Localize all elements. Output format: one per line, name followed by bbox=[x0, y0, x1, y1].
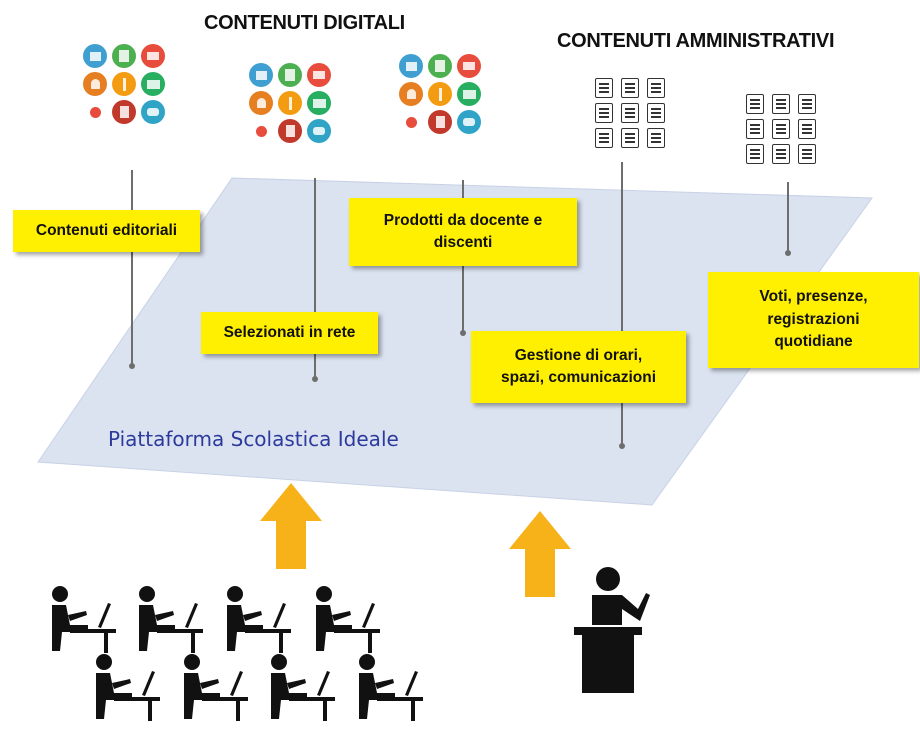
students-group bbox=[52, 586, 423, 721]
monitor-icon bbox=[307, 63, 331, 87]
calculator-icon bbox=[278, 119, 302, 143]
calculator-icon bbox=[112, 100, 136, 124]
book-icon bbox=[428, 54, 452, 78]
label-selezionati-in-rete: Selezionati in rete bbox=[201, 312, 378, 354]
thermometer-icon bbox=[428, 82, 452, 106]
apple-icon bbox=[399, 110, 423, 134]
chalkboard-icon bbox=[141, 72, 165, 96]
document-icon bbox=[746, 94, 764, 114]
document-icon bbox=[621, 128, 639, 148]
student-at-desk-icon bbox=[139, 586, 203, 653]
document-icon bbox=[595, 78, 613, 98]
monitor-icon bbox=[141, 44, 165, 68]
connector-line-selezionati bbox=[314, 178, 316, 378]
bell-icon bbox=[249, 91, 273, 115]
student-at-desk-icon bbox=[316, 586, 380, 653]
connector-dot bbox=[619, 443, 625, 449]
document-icon-set-1 bbox=[595, 78, 669, 148]
document-icon bbox=[647, 103, 665, 123]
document-icon bbox=[647, 128, 665, 148]
up-arrow-icon bbox=[509, 511, 571, 597]
document-icon bbox=[621, 78, 639, 98]
apple-icon bbox=[249, 119, 273, 143]
connector-line-gestione bbox=[621, 162, 623, 445]
connector-dot bbox=[312, 376, 318, 382]
binoculars-icon bbox=[457, 110, 481, 134]
student-at-desk-icon bbox=[184, 654, 248, 721]
bell-icon bbox=[399, 82, 423, 106]
up-arrow-icon bbox=[260, 483, 322, 569]
student-at-desk-icon bbox=[52, 586, 116, 653]
app-icon-set-3 bbox=[399, 54, 482, 134]
student-at-desk-icon bbox=[359, 654, 423, 721]
document-icon bbox=[798, 119, 816, 139]
label-gestione-orari: Gestione di orari, spazi, comunicazioni bbox=[471, 331, 686, 403]
document-icon bbox=[647, 78, 665, 98]
computer-icon bbox=[399, 54, 423, 78]
binoculars-icon bbox=[307, 119, 331, 143]
chalkboard-icon bbox=[307, 91, 331, 115]
platform-label: Piattaforma Scolastica Ideale bbox=[108, 427, 399, 451]
apple-icon bbox=[83, 100, 107, 124]
document-icon bbox=[746, 119, 764, 139]
document-icon-set-2 bbox=[746, 94, 820, 164]
connector-line-voti bbox=[787, 182, 789, 252]
connector-dot bbox=[129, 363, 135, 369]
book-icon bbox=[278, 63, 302, 87]
label-prodotti-docente-discenti: Prodotti da docente e discenti bbox=[349, 198, 577, 266]
computer-icon bbox=[83, 44, 107, 68]
label-contenuti-editoriali: Contenuti editoriali bbox=[13, 210, 200, 252]
chalkboard-icon bbox=[457, 82, 481, 106]
document-icon bbox=[772, 144, 790, 164]
connector-dot bbox=[460, 330, 466, 336]
document-icon bbox=[621, 103, 639, 123]
book-icon bbox=[112, 44, 136, 68]
student-at-desk-icon bbox=[227, 586, 291, 653]
calculator-icon bbox=[428, 110, 452, 134]
app-icon-set-1 bbox=[83, 44, 166, 124]
computer-icon bbox=[249, 63, 273, 87]
binoculars-icon bbox=[141, 100, 165, 124]
teacher-at-lectern-icon bbox=[574, 567, 650, 693]
connector-dot bbox=[785, 250, 791, 256]
student-at-desk-icon bbox=[271, 654, 335, 721]
label-voti-presenze: Voti, presenze, registrazioni quotidiane bbox=[708, 272, 919, 368]
connector-line-editoriali bbox=[131, 170, 133, 366]
thermometer-icon bbox=[112, 72, 136, 96]
document-icon bbox=[798, 144, 816, 164]
heading-contenuti-digitali: CONTENUTI DIGITALI bbox=[204, 12, 405, 34]
document-icon bbox=[746, 144, 764, 164]
document-icon bbox=[772, 119, 790, 139]
document-icon bbox=[595, 128, 613, 148]
student-at-desk-icon bbox=[96, 654, 160, 721]
document-icon bbox=[595, 103, 613, 123]
document-icon bbox=[798, 94, 816, 114]
app-icon-set-2 bbox=[249, 63, 332, 143]
heading-contenuti-amministrativi: CONTENUTI AMMINISTRATIVI bbox=[557, 30, 835, 52]
bell-icon bbox=[83, 72, 107, 96]
monitor-icon bbox=[457, 54, 481, 78]
document-icon bbox=[772, 94, 790, 114]
thermometer-icon bbox=[278, 91, 302, 115]
